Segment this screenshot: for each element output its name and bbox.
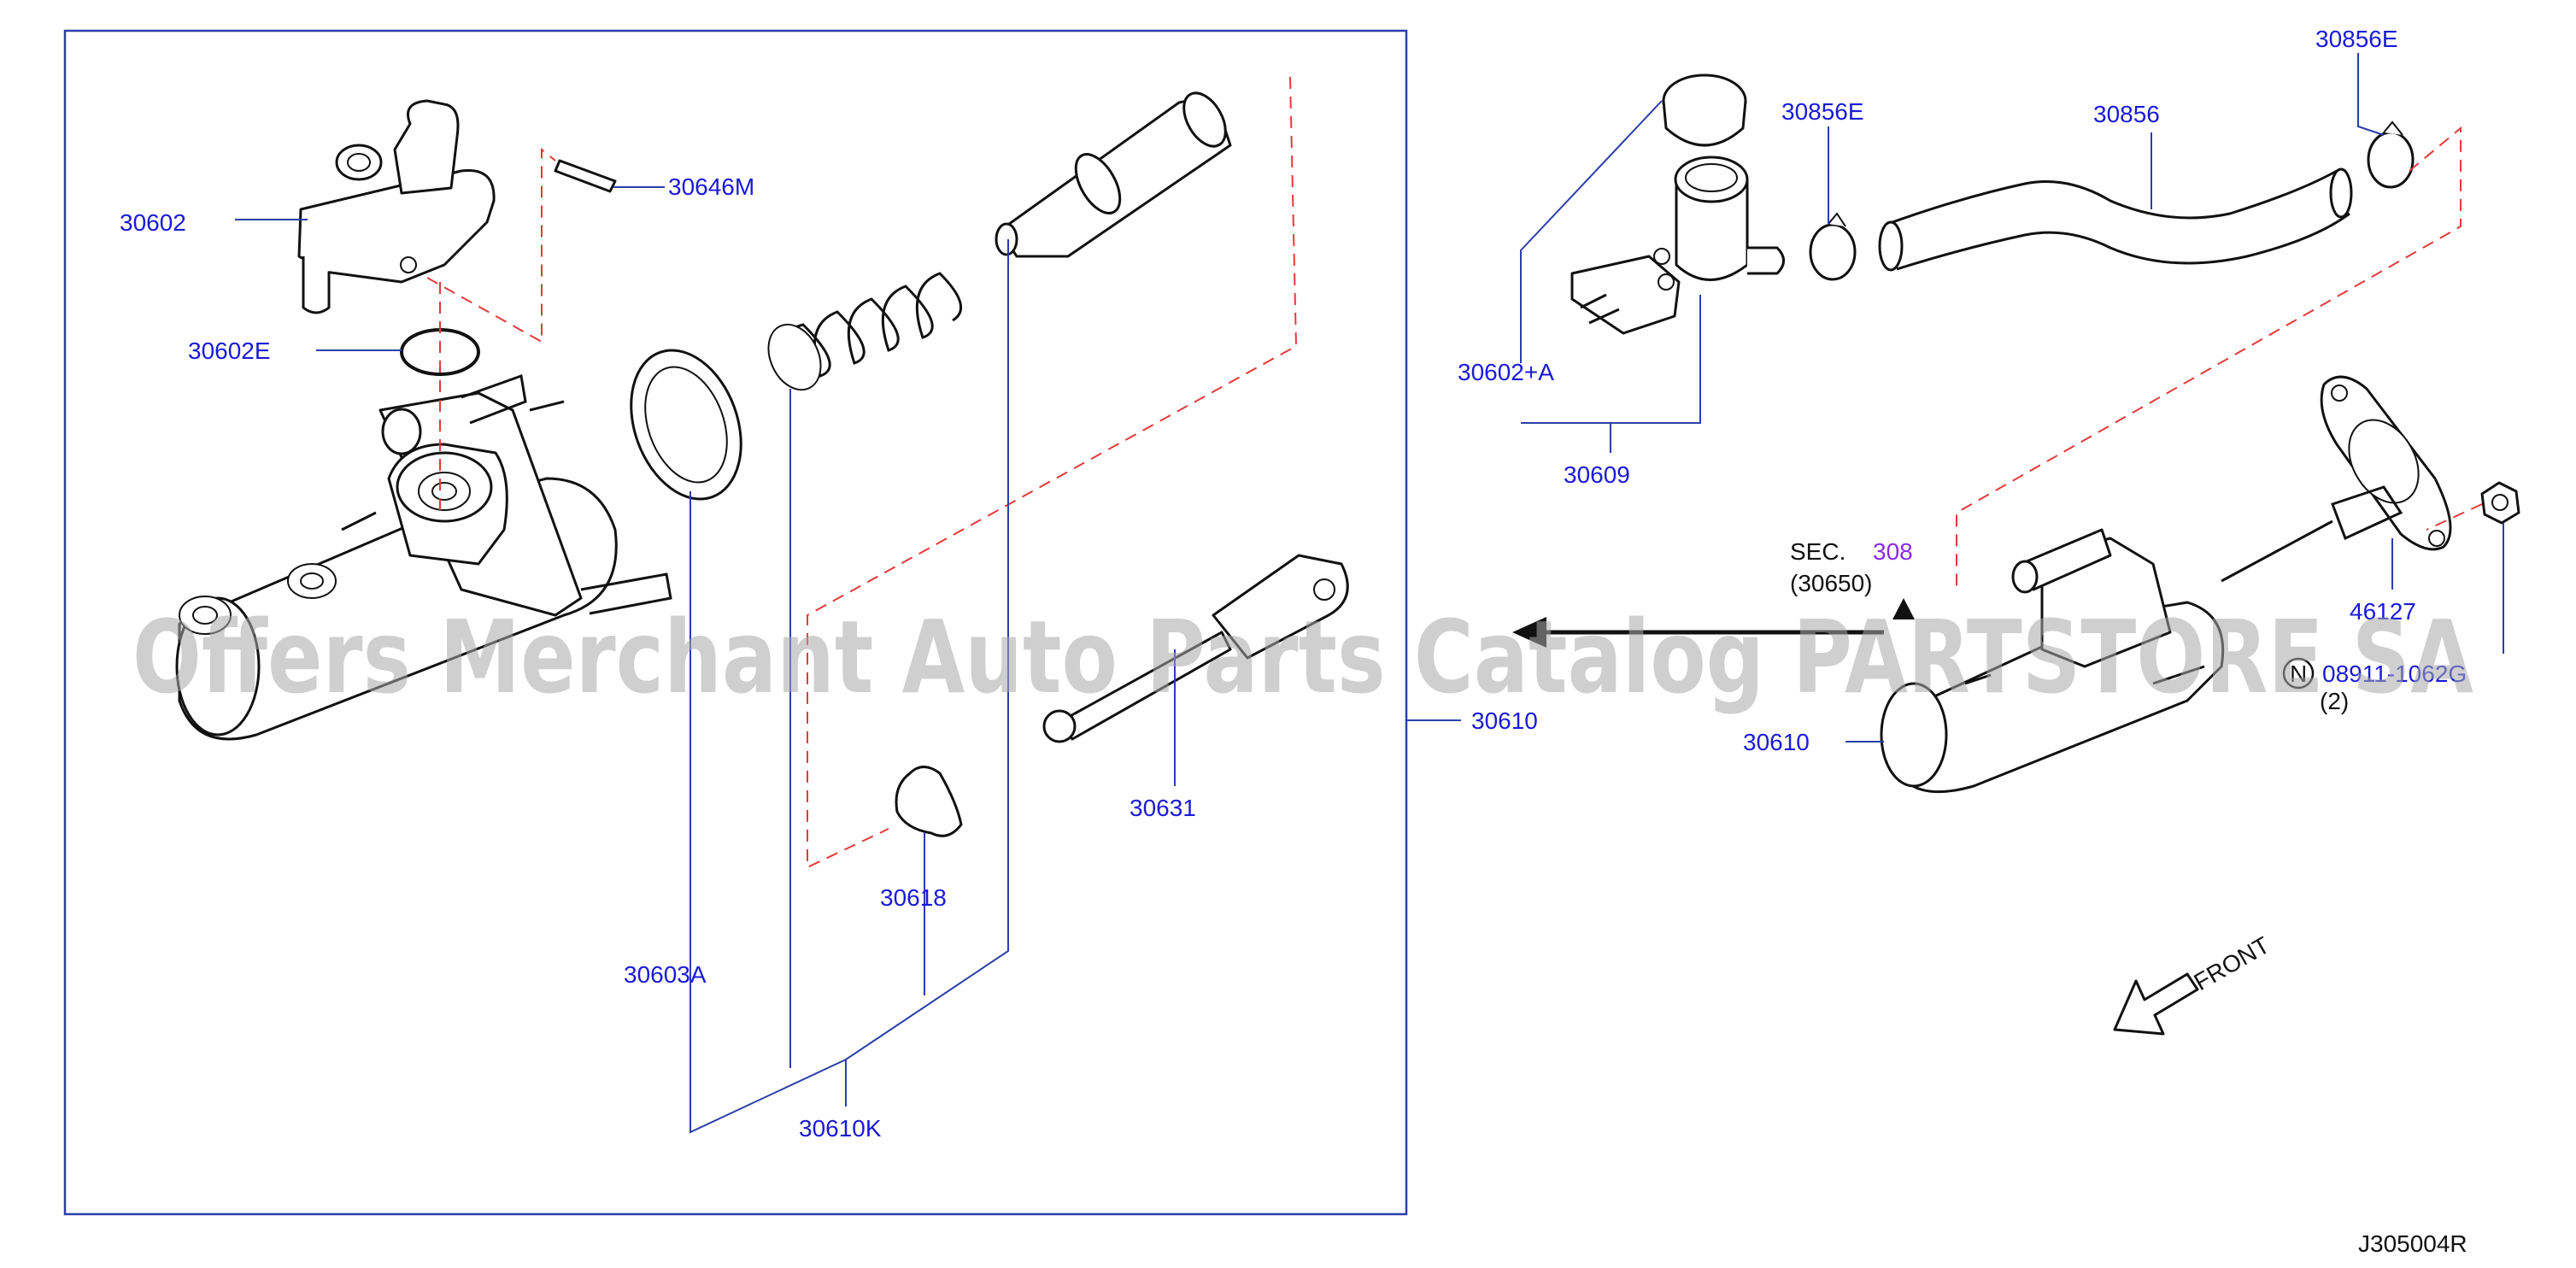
label-30646M: 30646M <box>668 173 754 200</box>
label-30602E: 30602E <box>188 338 271 364</box>
part-30618-boot[interactable] <box>895 766 963 837</box>
label-30603A: 30603A <box>624 961 707 988</box>
label-sec-ref: (30650) <box>1790 570 1873 596</box>
part-master-cylinder-body[interactable] <box>175 373 672 741</box>
label-sec: SEC. <box>1790 538 1845 565</box>
watermark: Offers Merchant Auto Parts Catalog PARTS… <box>132 598 2473 716</box>
nut-symbol-circle <box>2282 657 2315 690</box>
label-30609: 30609 <box>1564 461 1630 488</box>
label-30610-right: 30610 <box>1743 729 1810 755</box>
leader-30856E-b <box>2357 53 2385 136</box>
part-30631-pushrod[interactable] <box>1042 554 1349 743</box>
part-30610-assembly[interactable] <box>1880 485 2403 794</box>
detail-frame <box>63 29 1408 1216</box>
part-30856E-clamp-a[interactable] <box>1809 212 1857 281</box>
part-08911-nut[interactable] <box>2480 481 2520 525</box>
part-piston[interactable] <box>995 86 1234 258</box>
label-30856E-b: 30856E <box>2315 26 2398 52</box>
leader-30602A <box>1520 100 1663 363</box>
label-sec-number: 308 <box>1873 538 1913 565</box>
label-30856: 30856 <box>2093 101 2160 127</box>
label-front: FRONT <box>2190 931 2274 995</box>
label-30602: 30602 <box>120 209 186 236</box>
part-46127-gasket[interactable] <box>2320 375 2452 551</box>
part-30603A-seal[interactable] <box>612 335 760 514</box>
label-30856E-a: 30856E <box>1781 98 1864 125</box>
diagram-code: J305004R <box>2358 1230 2467 1257</box>
label-30610-left: 30610 <box>1471 707 1538 734</box>
part-reservoir-30609[interactable] <box>1570 156 1785 335</box>
label-nut-qty: (2) <box>2320 688 2349 714</box>
part-30856E-clamp-b[interactable] <box>2367 120 2415 189</box>
front-arrow-icon <box>2113 972 2199 1036</box>
part-30646M-pin[interactable] <box>554 159 617 193</box>
label-46127: 46127 <box>2350 598 2416 625</box>
leader-30610K-bracket <box>689 239 1009 1134</box>
dashed-guide-piston <box>807 76 1298 869</box>
dashed-guide-nut <box>2426 503 2483 531</box>
dashed-guide-pin <box>426 147 556 343</box>
label-nut-symbol: N <box>2290 660 2307 687</box>
label-30602A: 30602+A <box>1458 359 1554 385</box>
part-reservoir-cap[interactable] <box>1662 73 1747 147</box>
label-08911: 08911-1062G <box>2322 660 2467 687</box>
label-30618: 30618 <box>880 884 947 911</box>
label-30610K: 30610K <box>799 1115 882 1142</box>
leader-30609 <box>1521 295 1701 453</box>
part-30602-adapter[interactable] <box>297 99 496 314</box>
dashed-guide-hose <box>1956 126 2462 590</box>
section-arrow <box>1512 598 1915 648</box>
part-spring[interactable] <box>759 272 962 398</box>
part-30856-hose[interactable] <box>1878 167 2353 272</box>
label-30631: 30631 <box>1130 795 1196 821</box>
